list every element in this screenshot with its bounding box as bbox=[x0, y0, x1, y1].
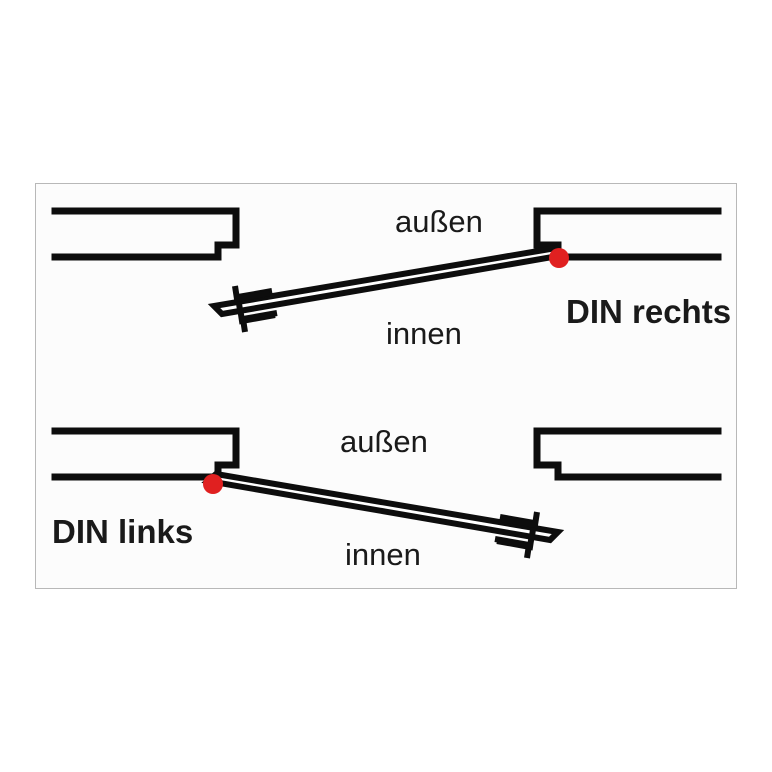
door-handle-bottom-upper-b bbox=[501, 511, 540, 529]
inside-label-bottom: innen bbox=[345, 537, 421, 572]
left-wall-top bbox=[51, 207, 240, 261]
diagram-din-rechts: außen innen DIN rechts bbox=[51, 204, 731, 351]
door-leaf-bottom bbox=[201, 470, 565, 544]
hinge-dot-bottom bbox=[203, 474, 223, 494]
door-handle-bottom-lower-b bbox=[496, 533, 535, 551]
door-handle-top-upper-b bbox=[232, 285, 271, 303]
din-links-label: DIN links bbox=[52, 513, 193, 550]
door-leaf-top bbox=[207, 244, 571, 318]
din-rechts-label: DIN rechts bbox=[566, 293, 731, 330]
outside-label-bottom: außen bbox=[340, 424, 428, 459]
outside-label-top: außen bbox=[395, 204, 483, 239]
left-wall-bottom bbox=[51, 427, 240, 481]
diagram-din-links: außen innen DIN links bbox=[51, 424, 722, 572]
right-wall-bottom bbox=[533, 427, 722, 481]
inside-label-top: innen bbox=[386, 316, 462, 351]
hinge-dot-top bbox=[549, 248, 569, 268]
right-wall-top bbox=[533, 207, 722, 261]
door-handle-top-lower-b bbox=[237, 307, 276, 325]
diagram-frame bbox=[35, 183, 737, 589]
